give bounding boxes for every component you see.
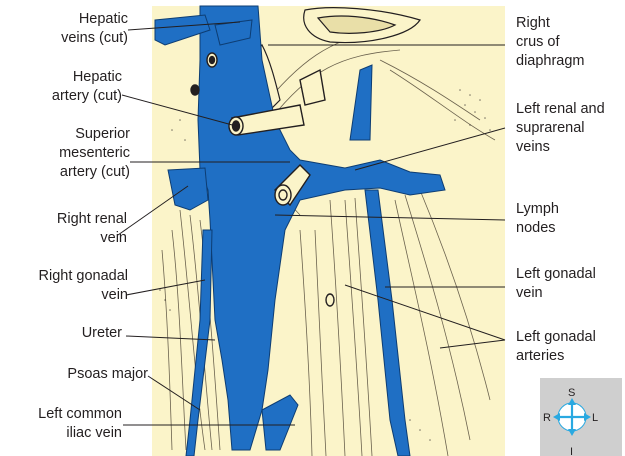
label-psoas-major: Psoas major	[67, 365, 148, 384]
label-ureter: Ureter	[82, 324, 122, 343]
compass-left: L	[592, 412, 598, 424]
label-left-renal-suprarenal: Left renal and suprarenal veins	[516, 100, 605, 157]
label-right-crus: Right crus of diaphragm	[516, 14, 585, 71]
label-right-renal-vein: Right renal vein	[57, 210, 127, 248]
compass-superior: S	[568, 387, 575, 399]
label-left-gonadal-arteries: Left gonadal arteries	[516, 328, 596, 366]
label-hepatic-artery: Hepatic artery (cut)	[52, 68, 122, 106]
compass-right: R	[543, 412, 551, 424]
label-left-common-iliac: Left common iliac vein	[38, 405, 122, 443]
label-superior-mesenteric: Superior mesenteric artery (cut)	[59, 125, 130, 182]
label-left-gonadal-vein: Left gonadal vein	[516, 265, 596, 303]
compass-inferior: I	[570, 446, 573, 456]
label-lymph-nodes: Lymph nodes	[516, 200, 559, 238]
label-hepatic-veins: Hepatic veins (cut)	[61, 10, 128, 48]
label-right-gonadal-vein: Right gonadal vein	[39, 267, 129, 305]
orientation-compass: S I R L	[540, 378, 622, 456]
